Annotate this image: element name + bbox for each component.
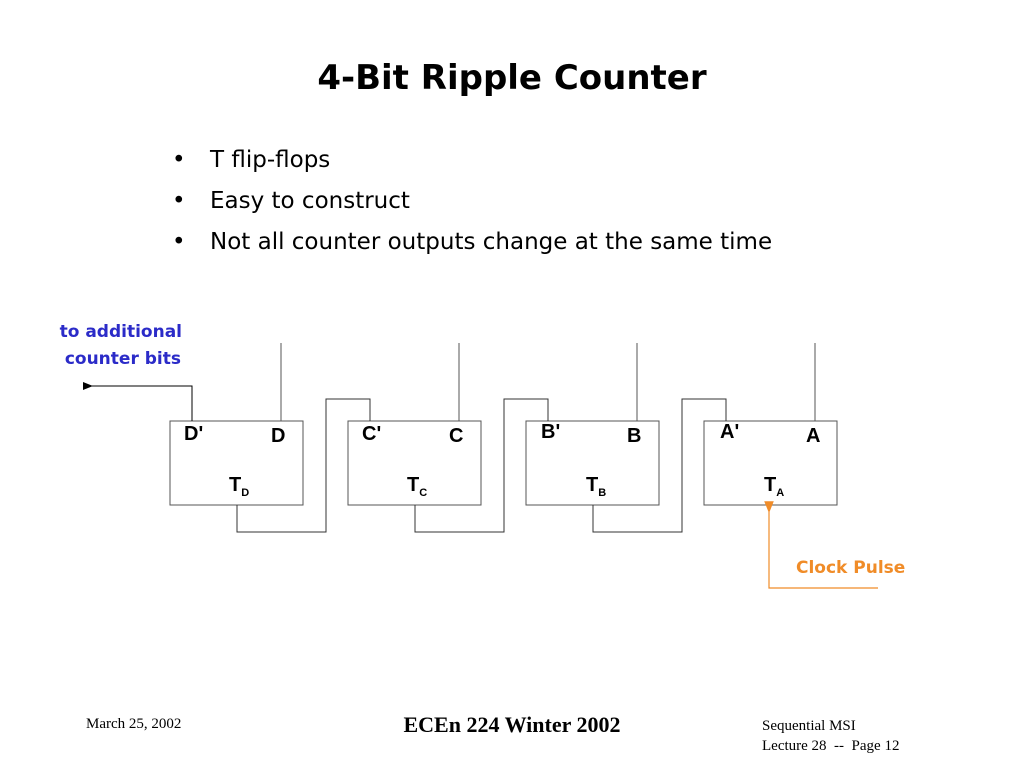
flipflop-c-qbar-label: C'	[362, 423, 381, 445]
flipflop-a-t-label: TA	[764, 474, 784, 499]
footer-topic-line1: Sequential MSI	[762, 718, 856, 734]
bullet-text: Not all counter outputs change at the sa…	[210, 229, 773, 255]
flipflop-b-q-label: B	[627, 425, 641, 447]
flipflop-c-t-sub: C	[419, 487, 427, 499]
flipflop-d-qbar-label: D'	[184, 423, 203, 445]
flipflop-d-t: T	[229, 474, 241, 496]
flipflop-b-t-label: TB	[586, 474, 606, 499]
wire-c-to-d	[236, 398, 371, 533]
bullet-item: •Easy to construct	[172, 188, 410, 214]
flipflop-a-t: T	[764, 474, 776, 496]
flipflop-b-t-sub: B	[598, 487, 606, 499]
wire-a-to-b	[592, 398, 727, 533]
flipflop-d-t-sub: D	[241, 487, 249, 499]
wire-to-additional-bits	[83, 382, 193, 421]
footer-date: March 25, 2002	[86, 716, 182, 732]
bullet-item: •Not all counter outputs change at the s…	[172, 229, 773, 255]
wire-b-to-c	[414, 398, 549, 533]
bullet-text: Easy to construct	[210, 188, 410, 214]
flipflop-d-q-label: D	[271, 425, 285, 447]
clock-pulse-label: Clock Pulse	[796, 558, 905, 578]
flipflop-d-t-label: TD	[229, 474, 249, 499]
bullet-text: T flip-flops	[210, 147, 331, 173]
additional-bits-label-line1: to additional	[60, 322, 182, 342]
slide-title: 4-Bit Ripple Counter	[317, 58, 707, 98]
bullet-item: •T flip-flops	[172, 147, 331, 173]
clock-wire	[764, 501, 878, 589]
flipflop-c-t: T	[407, 474, 419, 496]
flipflop-b-qbar-label: B'	[541, 421, 560, 443]
flipflop-a-qbar-label: A'	[720, 421, 739, 443]
footer-topic-line2: Lecture 28 -- Page 12	[762, 738, 900, 754]
footer-topic: Sequential MSI Lecture 28 -- Page 12	[762, 716, 899, 756]
flipflop-a-t-sub: A	[776, 487, 784, 499]
flipflop-b-t: T	[586, 474, 598, 496]
footer-course: ECEn 224 Winter 2002	[403, 712, 621, 737]
additional-bits-label-line2: counter bits	[65, 349, 181, 369]
flipflop-a-q-label: A	[806, 425, 820, 447]
bullet-list: •T flip-flops •Easy to construct •Not al…	[172, 143, 772, 266]
flipflop-c-q-label: C	[449, 425, 463, 447]
flipflop-c-t-label: TC	[407, 474, 427, 499]
